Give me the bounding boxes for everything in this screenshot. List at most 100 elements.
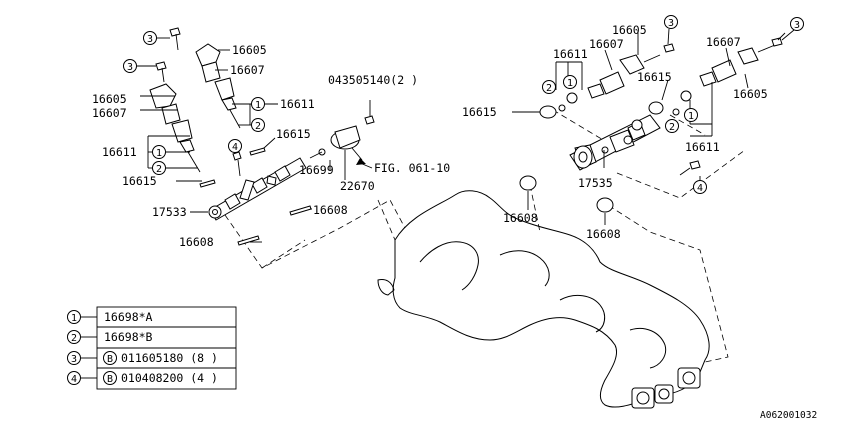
- svg-text:2: 2: [71, 333, 77, 344]
- seal-16608-left-b: [289, 205, 312, 216]
- legend-part-3: 011605180 (8 ): [121, 351, 218, 365]
- bolt-4-right: [679, 160, 701, 176]
- o-ring-16615-left: [199, 179, 216, 188]
- svg-text:4: 4: [697, 183, 703, 194]
- svg-text:B: B: [107, 374, 113, 385]
- o-ring-16615-right-b: [648, 101, 664, 115]
- callout-16608-right-b: 16608: [586, 227, 621, 241]
- ring-1-right-b: [680, 90, 692, 102]
- seal-16608-right-b: [596, 197, 614, 213]
- svg-text:1: 1: [688, 111, 694, 122]
- legend-part-2: 16698*B: [104, 330, 153, 344]
- svg-text:2: 2: [669, 122, 675, 133]
- callout-16608-left-b: 16608: [313, 203, 348, 217]
- callout-16607-right-a: 16607: [589, 37, 624, 51]
- legend-row-1: 1 16698*A: [67, 310, 153, 324]
- svg-text:4: 4: [71, 374, 77, 385]
- right-fuel-rail-assembly: [519, 37, 783, 213]
- callout-22670: 22670: [340, 179, 375, 193]
- marker-2-right-b: 2: [665, 119, 679, 133]
- leader-lines: [140, 30, 786, 243]
- callout-043505140: 043505140(2 ): [328, 73, 418, 87]
- marker-2-left-mid: 2: [238, 118, 265, 132]
- seal-16608-right-a: [519, 175, 537, 191]
- bolt-4-left: [232, 151, 242, 177]
- marker-4-right: 4: [693, 180, 707, 194]
- o-ring-16615-left-mid: [249, 147, 266, 156]
- svg-text:1: 1: [567, 78, 573, 89]
- callout-16608-left-a: 16608: [179, 235, 214, 249]
- callout-16605-left: 16605: [92, 92, 127, 106]
- svg-text:B: B: [107, 354, 113, 365]
- legend-row-4: 4 B 010408200 (4 ): [67, 371, 218, 385]
- marker-3-left: 3: [123, 59, 156, 73]
- marker-2-left: 2: [152, 161, 198, 175]
- callout-16607-left: 16607: [92, 106, 127, 120]
- callout-16611-left: 16611: [102, 145, 137, 159]
- fuel-rail-right: [569, 114, 661, 171]
- diagram-id: A062001032: [760, 410, 817, 421]
- callout-16615-left-mid: 16615: [276, 127, 311, 141]
- svg-text:3: 3: [127, 62, 133, 73]
- ring-1-right-a: [566, 92, 578, 104]
- callout-16608-right-a: 16608: [503, 211, 538, 225]
- callout-17535: 17535: [578, 176, 613, 190]
- ring-2-right-a: [558, 104, 566, 112]
- intake-manifold-outline: [377, 190, 710, 409]
- fuel-injector-upper-left: [195, 43, 241, 129]
- bolt-type-b-icon: [103, 351, 117, 365]
- legend-part-1: 16698*A: [104, 310, 153, 324]
- svg-text:2: 2: [255, 121, 261, 132]
- marker-1-left: 1: [152, 145, 190, 159]
- svg-text:3: 3: [147, 34, 153, 45]
- callout-17533: 17533: [152, 205, 187, 219]
- pressure-regulator-22670: [318, 100, 375, 161]
- svg-text:3: 3: [668, 18, 674, 29]
- svg-text:1: 1: [71, 313, 77, 324]
- circled-reference-markers: 3 3 1 2 1 2 4: [123, 15, 804, 194]
- marker-3-right-a: 3: [664, 15, 678, 45]
- legend-row-3: 3 B 011605180 (8 ): [67, 351, 218, 365]
- callout-16607-right-b: 16607: [706, 35, 741, 49]
- o-ring-16615-right-a: [539, 105, 557, 119]
- callout-16611-right-b: 16611: [685, 140, 720, 154]
- legend-part-4: 010408200 (4 ): [121, 371, 218, 385]
- bolt-3-left: [155, 61, 167, 83]
- bolt-3-right-b: [771, 37, 783, 47]
- legend-row-2: 2 16698*B: [67, 330, 153, 344]
- marker-1-left-mid: 1: [251, 97, 265, 111]
- marker-1-right-b: 1: [684, 108, 698, 122]
- svg-text:1: 1: [156, 148, 162, 159]
- callout-16699: 16699: [299, 163, 334, 177]
- manifold-port-flanges: [631, 367, 701, 409]
- svg-text:2: 2: [156, 164, 162, 175]
- fuel-injector-right-a: [587, 54, 661, 99]
- callout-16605-right-a: 16605: [612, 23, 647, 37]
- callout-16605-right-b: 16605: [733, 87, 768, 101]
- svg-text:2: 2: [546, 83, 552, 94]
- marker-3-upper-left: 3: [143, 31, 170, 45]
- fig-reference-arrow: [356, 158, 373, 169]
- ring-2-right-b: [672, 108, 680, 116]
- fuel-injector-right-b: [699, 44, 776, 87]
- marker-3-right-b: 3: [781, 17, 804, 41]
- callout-fig-061-10: FIG. 061-10: [374, 161, 450, 175]
- svg-text:1: 1: [255, 100, 261, 111]
- marker-4-left: 4: [228, 139, 242, 153]
- dashed-guide-lines: [224, 109, 746, 363]
- callout-16611-right-a: 16611: [553, 47, 588, 61]
- svg-text:3: 3: [71, 354, 77, 365]
- fuel-rail-left: [208, 157, 307, 221]
- bolt-type-b-icon: [103, 371, 117, 385]
- callout-16607-upper-left: 16607: [230, 63, 265, 77]
- seal-16608-left-a: [237, 235, 260, 246]
- svg-text:4: 4: [232, 142, 238, 153]
- part-number-callouts: 16605 16607 16605 16607 16611 16611 1661…: [92, 23, 768, 249]
- bolt-3-right-a: [663, 43, 675, 53]
- marker-2-right-a: 2: [542, 80, 556, 94]
- bolt-3-upper-left: [169, 27, 181, 51]
- legend-table: 1 16698*A 2 16698*B 3 B 011605180 (8 ) 4…: [67, 306, 237, 390]
- svg-text:3: 3: [794, 20, 800, 31]
- marker-1-right-a: 1: [563, 75, 577, 89]
